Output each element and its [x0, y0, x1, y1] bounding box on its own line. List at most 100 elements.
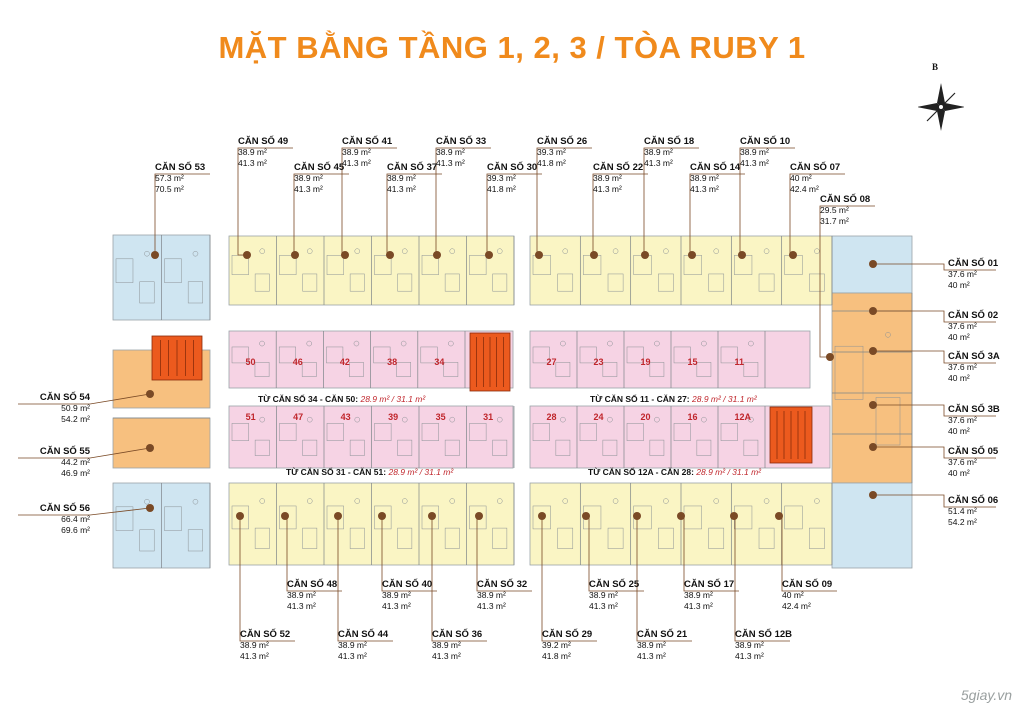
room-bed [326, 423, 344, 441]
unit-number: 31 [483, 412, 494, 422]
room-fixture-round [713, 248, 719, 254]
room-fixture-round [607, 416, 613, 423]
leader-line [431, 516, 487, 642]
room-bed [420, 346, 438, 364]
apartment-area-2: 41.3 m² [387, 183, 416, 194]
apartment-area-2: 41.3 m² [342, 157, 371, 168]
apartment-area-1: 38.9 m² [644, 147, 673, 158]
leader-41 [341, 147, 397, 259]
room-bed [374, 505, 392, 530]
leader-line [873, 446, 996, 459]
room-bed [115, 258, 134, 283]
room-cell [115, 235, 162, 320]
leader-dot [582, 512, 590, 520]
room-fixture [658, 273, 674, 292]
apartment-name: CĂN SỐ 09 [782, 579, 833, 590]
room-fixture [301, 362, 317, 377]
room-fixture-round [663, 498, 669, 504]
leader-dot [243, 251, 251, 259]
area-note-n3: TỪ CĂN SỐ 31 - CĂN 51: 28.9 m² / 31.1 m² [286, 467, 453, 477]
apartment-area-1: 40 m² [790, 173, 812, 184]
room-fixture [349, 439, 365, 456]
apartment-name: CĂN SỐ 12B [735, 629, 793, 640]
apartment-name: CĂN SỐ 45 [294, 162, 345, 173]
room-cell [421, 406, 467, 468]
room-fixture [139, 281, 155, 304]
room-cell [326, 331, 371, 388]
room-fixture-round [663, 248, 669, 254]
room-fixture-round [701, 340, 707, 347]
leader-dot [677, 512, 685, 520]
apartment-area-1: 51.4 m² [948, 506, 977, 517]
room-fixture [696, 439, 712, 456]
room-fixture [649, 439, 665, 456]
room-bed [421, 255, 439, 275]
room-fixture [492, 273, 508, 292]
leader-dot [146, 390, 154, 398]
apartment-area-2: 31.7 m² [820, 215, 849, 226]
room-cell [374, 483, 420, 565]
room-fixture [397, 273, 413, 292]
room-bed [421, 423, 439, 441]
room-fixture [254, 527, 270, 549]
room-bed [626, 423, 644, 441]
apartment-name: CĂN SỐ 40 [382, 579, 433, 590]
room-fixture [444, 273, 460, 292]
apartment-area-1: 38.9 m² [735, 640, 764, 651]
apartment-area-2: 41.8 m² [487, 183, 516, 194]
leader-line [381, 516, 437, 592]
apartment-area-2: 41.3 m² [240, 650, 269, 661]
room-bed [279, 423, 297, 441]
leader-dot [378, 512, 386, 520]
stair-core [769, 406, 813, 464]
room-cell [583, 483, 632, 565]
leader-dot [869, 491, 877, 499]
apartment-name: CĂN SỐ 07 [790, 162, 841, 173]
unit-number: 27 [546, 357, 557, 367]
room-fixture [397, 527, 413, 549]
leader-dot [688, 251, 696, 259]
apartment-area-1: 38.9 m² [684, 590, 713, 601]
apartment-name: CĂN SỐ 54 [39, 392, 90, 403]
room-fixture [139, 529, 155, 552]
unit-number: 47 [293, 412, 304, 422]
room-fixture [187, 529, 203, 552]
room-fixture [444, 439, 460, 456]
room-cell [532, 331, 578, 388]
unit-number: 35 [435, 412, 446, 422]
leader-22 [590, 173, 648, 259]
apartment-name: CĂN SỐ 37 [387, 162, 438, 173]
room-fixture-round [654, 416, 660, 423]
unit-number: 51 [245, 412, 256, 422]
apartment-area-2: 40 m² [948, 279, 970, 290]
apartment-area-2: 41.3 m² [432, 650, 461, 661]
apartment-name: CĂN SỐ 21 [637, 629, 688, 640]
room-cell [834, 293, 913, 483]
apartment-area-1: 38.9 m² [690, 173, 719, 184]
room-fixture-round [259, 498, 265, 504]
unit-number: 34 [434, 357, 445, 367]
apartment-name: CĂN SỐ 06 [948, 495, 999, 506]
room-fixture-round [192, 498, 199, 505]
leader-line [239, 516, 295, 642]
leader-dot [738, 251, 746, 259]
apartment-name: CĂN SỐ 01 [948, 258, 999, 269]
leader-33 [433, 147, 491, 259]
apartment-name: CĂN SỐ 10 [740, 136, 791, 147]
room-fixture [649, 362, 665, 377]
room-bed [374, 423, 392, 441]
room-fixture-round [748, 340, 754, 347]
stair-core [151, 335, 203, 381]
room-bed [579, 423, 597, 441]
apartment-area-2: 69.6 m² [61, 524, 90, 535]
apartment-area-2: 54.2 m² [948, 516, 977, 527]
room-bed [469, 255, 487, 275]
room-bed [673, 346, 691, 364]
room-fixture [758, 273, 775, 292]
room-fixture [607, 527, 624, 549]
room-fixture-round [307, 416, 313, 423]
room-fixture [302, 273, 318, 292]
